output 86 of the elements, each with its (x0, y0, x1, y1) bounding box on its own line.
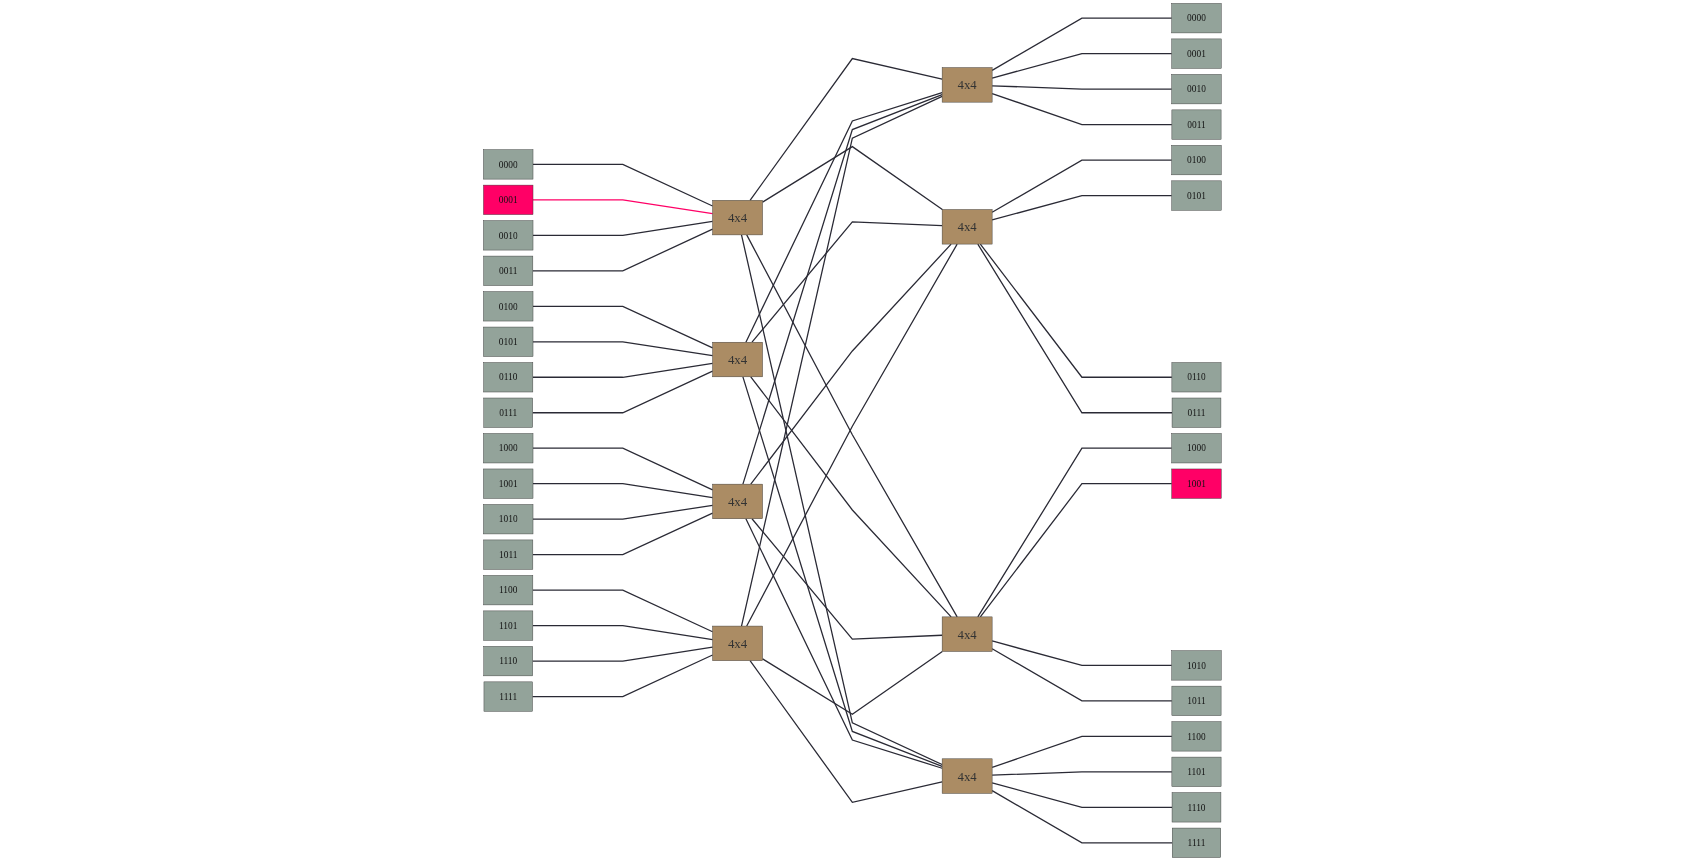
node-box: 4x4 (712, 342, 763, 378)
node-box: 0101 (482, 326, 533, 357)
node-box: 4x4 (941, 616, 992, 652)
connector (532, 163, 713, 207)
connector (979, 243, 1173, 378)
node-box: 0110 (1171, 362, 1221, 393)
connector (740, 95, 943, 627)
connector (761, 145, 943, 211)
node-box: 4x4 (712, 200, 763, 236)
node-box: 1101 (1171, 756, 1221, 787)
connector (749, 660, 943, 804)
node-box: 0111 (1171, 397, 1221, 428)
connector (531, 370, 713, 414)
node-box: 1001 (1171, 468, 1222, 499)
node-box: 0101 (1171, 180, 1222, 211)
connector (991, 194, 1172, 221)
connector (532, 483, 713, 499)
node-box: 1100 (483, 575, 533, 606)
connector (531, 512, 713, 556)
connector (991, 92, 1173, 126)
connector (532, 305, 713, 349)
node-box: 1001 (482, 468, 533, 499)
connector (751, 518, 943, 640)
node-box: 1111 (1171, 827, 1221, 858)
connector (991, 782, 1173, 808)
connector (744, 518, 943, 769)
connector (991, 640, 1172, 667)
node-box: 0000 (482, 149, 533, 180)
node-box: 1010 (1171, 650, 1222, 681)
connector (741, 93, 943, 485)
node-box: 4x4 (712, 625, 763, 661)
connector (531, 362, 713, 378)
node-box: 1010 (482, 504, 533, 535)
connector (991, 159, 1172, 213)
connector (744, 92, 943, 343)
connector (749, 243, 952, 485)
connector (740, 234, 943, 766)
connector (991, 17, 1172, 71)
node-box: 1101 (483, 610, 533, 641)
connector (741, 376, 943, 768)
connector (979, 483, 1172, 618)
connector (976, 243, 1173, 414)
node-box: 1011 (1171, 685, 1221, 716)
node-box: 1000 (482, 433, 533, 464)
node-box: 1111 (483, 681, 533, 712)
connector (991, 53, 1172, 79)
connector (532, 220, 713, 236)
node-box: 4x4 (941, 67, 992, 103)
node-box: 4x4 (941, 758, 992, 794)
node-box: 0001 (1171, 38, 1222, 69)
connector (751, 221, 943, 343)
connector (531, 625, 713, 641)
node-box: 1110 (1171, 792, 1221, 823)
connector (991, 648, 1173, 702)
connector (532, 504, 713, 520)
connector (749, 57, 943, 201)
connector (532, 341, 713, 357)
connector (531, 654, 713, 698)
connector (531, 228, 713, 272)
connector (749, 376, 952, 618)
node-box: 0010 (1171, 74, 1222, 105)
node-box: 1100 (1171, 721, 1221, 752)
node-box: 0011 (483, 255, 533, 286)
connector (991, 735, 1173, 769)
connector (991, 85, 1172, 90)
node-box: 0001 (482, 184, 533, 215)
node-box: 1011 (483, 539, 533, 570)
node-box: 4x4 (941, 209, 992, 245)
connector (991, 790, 1173, 844)
connector (761, 650, 943, 716)
node-box: 1000 (1171, 433, 1222, 464)
connector (532, 199, 713, 215)
connector (531, 589, 713, 633)
node-box: 1110 (483, 646, 533, 677)
node-box: 4x4 (712, 483, 763, 519)
node-box: 0100 (482, 291, 533, 322)
node-box: 0110 (483, 362, 533, 393)
connector (976, 447, 1172, 618)
node-box: 0000 (1171, 3, 1222, 34)
node-box: 0100 (1171, 145, 1222, 176)
connector (991, 771, 1173, 776)
node-box: 0010 (482, 220, 533, 251)
node-box: 0111 (483, 397, 533, 428)
connector (531, 646, 713, 662)
node-box: 0011 (1171, 109, 1221, 140)
connector (532, 447, 713, 491)
